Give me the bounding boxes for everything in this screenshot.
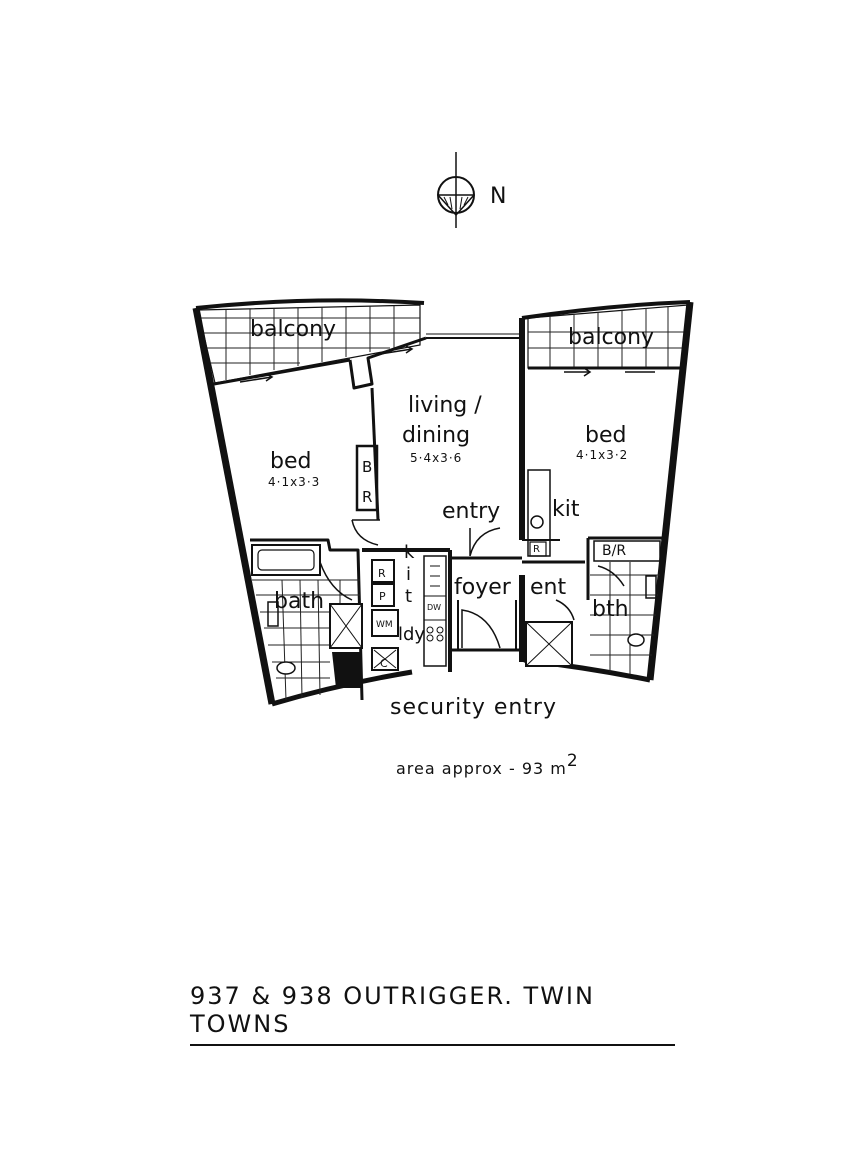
bed-left-door-icon <box>351 519 380 546</box>
kitchen-letter-t: t <box>405 586 412 607</box>
bir-left-outline <box>355 444 379 512</box>
kitchen-laundry-block <box>362 548 452 672</box>
bath-right-fixtures <box>525 536 664 674</box>
compass-label: N <box>490 184 506 209</box>
fridge-right-label: R <box>533 544 540 555</box>
north-compass-icon <box>437 152 475 228</box>
bath-label: bath <box>274 589 324 614</box>
fridge-left-label: R <box>378 567 386 580</box>
security-entry-label: security entry <box>390 695 557 720</box>
living-label: living / <box>408 393 482 418</box>
pantry-label: P <box>379 590 386 603</box>
balcony-left-tiles <box>197 304 421 384</box>
dw-label: DW <box>427 603 441 612</box>
bed-left-label: bed <box>270 449 311 474</box>
bir-left-b: B <box>362 458 372 476</box>
bed-right-dims: 4·1x3·2 <box>576 448 628 462</box>
foyer-walls <box>450 527 524 652</box>
kit-label: kit <box>552 497 580 522</box>
kitchen-right-bench <box>522 469 585 564</box>
plan-title: 937 & 938 OUTRIGGER. TWIN TOWNS <box>190 982 675 1046</box>
area-label: area approx - 93 m2 <box>396 751 579 778</box>
wm-label: WM <box>376 620 393 630</box>
cupboard-label: C <box>380 657 388 670</box>
balcony-left-label: balcony <box>250 317 336 342</box>
area-text: area approx - 93 m <box>396 759 567 778</box>
kitchen-letter-k: k <box>404 542 415 563</box>
bir-left-r: R <box>362 488 372 506</box>
bth-label: bth <box>592 597 629 622</box>
entry-label: entry <box>442 499 500 524</box>
bed-left-dims: 4·1x3·3 <box>268 475 320 489</box>
balcony-right-label: balcony <box>568 325 654 350</box>
bath-left-fixtures <box>250 538 364 701</box>
area-unit-sup: 2 <box>567 751 579 771</box>
ent-label: ent <box>530 575 566 600</box>
foyer-label: foyer <box>454 575 512 600</box>
bed-right-label: bed <box>585 423 626 448</box>
kitchen-letter-i: i <box>406 564 411 585</box>
living-dims: 5·4x3·6 <box>410 451 462 465</box>
window-markers <box>239 345 655 383</box>
ldy-label: ldy <box>398 624 425 645</box>
dining-label: dining <box>402 423 470 448</box>
bir-right-label: B/R <box>602 543 626 559</box>
